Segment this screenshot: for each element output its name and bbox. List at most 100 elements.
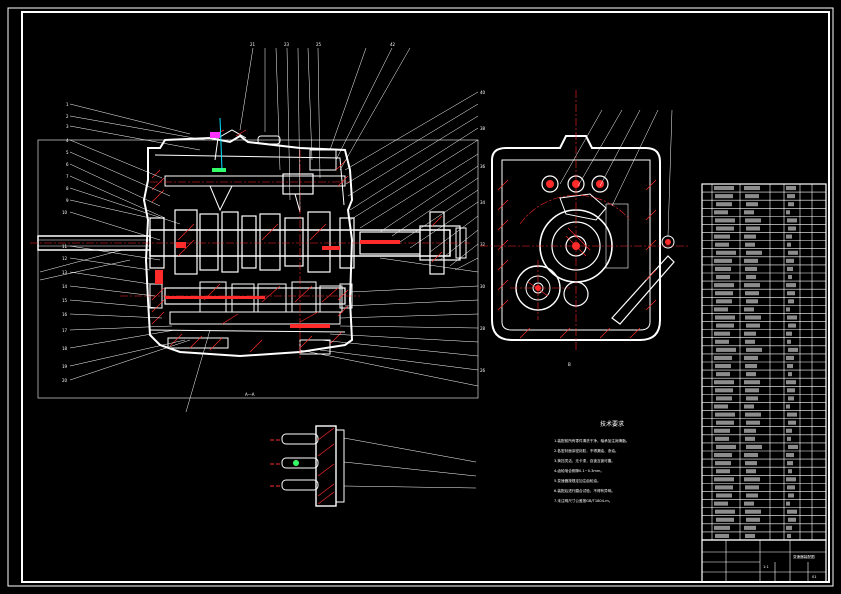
parts-list-cell-text xyxy=(746,444,762,449)
parts-list-cell-text xyxy=(746,347,762,352)
parts-list-cell-text xyxy=(744,380,760,385)
svg-text:14: 14 xyxy=(62,284,68,289)
parts-list-cell-text xyxy=(786,186,796,191)
parts-list-cell-text xyxy=(788,323,796,328)
parts-list-cell-text xyxy=(714,283,734,288)
svg-text:30: 30 xyxy=(480,284,486,289)
parts-list-cell-text xyxy=(715,533,729,538)
svg-text:17: 17 xyxy=(62,328,68,333)
parts-list-cell-text xyxy=(786,210,790,215)
parts-list-cell-text xyxy=(787,388,795,393)
main-section-colored-parts xyxy=(155,117,400,328)
parts-list-cell-text xyxy=(786,234,792,239)
svg-text:12: 12 xyxy=(62,256,68,261)
parts-list-cell-text xyxy=(714,355,732,360)
parts-list-cell-text xyxy=(745,291,759,296)
parts-list-cell-text xyxy=(745,485,759,490)
svg-text:3: 3 xyxy=(66,124,69,129)
svg-text:42: 42 xyxy=(390,42,396,47)
side-view-centerlines xyxy=(480,90,690,350)
parts-list-cell-text xyxy=(746,396,758,401)
svg-text:15: 15 xyxy=(62,298,68,303)
parts-list-cell-text xyxy=(786,307,790,312)
parts-list-cell-text xyxy=(714,428,730,433)
outer-border xyxy=(7,7,834,587)
svg-text:28: 28 xyxy=(480,326,486,331)
tech-requirements-title: 技术要求 xyxy=(600,420,624,428)
parts-list-cell-text xyxy=(744,501,754,506)
svg-text:10: 10 xyxy=(62,210,68,215)
main-section-label: A—A xyxy=(245,392,255,397)
parts-list-cell-text xyxy=(714,453,732,458)
parts-list-cell-text xyxy=(716,493,732,498)
parts-list-cell-text xyxy=(788,347,798,352)
svg-text:18: 18 xyxy=(62,346,68,351)
side-view-label: B xyxy=(568,362,571,367)
tech-requirement-line: 5.变速器按规定加注齿轮油。 xyxy=(554,478,601,483)
parts-list-cell-text xyxy=(746,420,760,425)
parts-list-cell-text xyxy=(716,396,732,401)
parts-list-cell-text xyxy=(745,412,761,417)
parts-list-cell-text xyxy=(788,250,798,255)
parts-list-cell-text xyxy=(714,525,730,530)
tech-requirement-line: 6.装配后进行磨合试验，不得有异响。 xyxy=(554,488,615,493)
parts-list-cell-text xyxy=(745,194,759,199)
parts-list-cell-text xyxy=(745,509,761,514)
parts-list-cell-text xyxy=(715,242,729,247)
parts-list-cell-text xyxy=(745,461,757,466)
svg-text:9: 9 xyxy=(66,198,69,203)
parts-list-cell-text xyxy=(787,242,791,247)
parts-list-cell-text xyxy=(744,186,760,191)
parts-list-cell-text xyxy=(745,242,755,247)
parts-list-cell-text xyxy=(787,218,797,223)
parts-list-cell-text xyxy=(744,258,758,263)
parts-list-cell-text xyxy=(744,331,756,336)
parts-list-cell-text xyxy=(787,436,791,441)
svg-text:36: 36 xyxy=(480,164,486,169)
parts-list-cell-text xyxy=(716,299,732,304)
parts-list-cell-text xyxy=(746,299,758,304)
parts-list-cell-text xyxy=(715,509,735,514)
parts-list-cell-text xyxy=(714,331,730,336)
parts-list-cell-text xyxy=(787,194,795,199)
parts-list-cell-text xyxy=(746,275,756,280)
parts-list-cell-text xyxy=(715,266,731,271)
parts-list-cell-text xyxy=(786,428,792,433)
parts-list-cell-text xyxy=(787,315,797,320)
svg-text:13: 13 xyxy=(62,270,68,275)
parts-list-cell-text xyxy=(745,436,755,441)
parts-list-cell-text xyxy=(788,372,792,377)
parts-list-cell-text xyxy=(746,493,758,498)
svg-text:21: 21 xyxy=(250,42,256,47)
parts-list-cell-text xyxy=(788,396,794,401)
svg-text:20: 20 xyxy=(62,378,68,383)
parts-list-cell-text xyxy=(746,202,758,207)
svg-text:4: 4 xyxy=(66,138,69,143)
parts-list-cell-text xyxy=(714,501,728,506)
parts-list-cell-text xyxy=(787,364,793,369)
svg-text:26: 26 xyxy=(480,368,486,373)
parts-list xyxy=(701,183,827,541)
main-section-centerlines xyxy=(30,150,470,360)
parts-list-cell-text xyxy=(788,299,794,304)
svg-text:11: 11 xyxy=(62,244,68,249)
parts-list-cell-text xyxy=(716,347,736,352)
parts-list-cell-text xyxy=(716,250,736,255)
parts-list-cell-text xyxy=(716,226,734,231)
svg-text:5: 5 xyxy=(66,150,69,155)
parts-list-cell-text xyxy=(786,355,794,360)
tech-requirement-line: 4.齿轮啮合侧隙0.1~0.3mm。 xyxy=(554,468,604,473)
svg-text:32: 32 xyxy=(480,242,486,247)
parts-list-cell-text xyxy=(744,355,758,360)
parts-list-cell-text xyxy=(787,461,793,466)
parts-list-cell-text xyxy=(788,493,794,498)
parts-list-cell-text xyxy=(744,428,756,433)
inner-border xyxy=(21,11,830,583)
parts-list-cell-text xyxy=(716,517,734,522)
parts-list-cell-text xyxy=(746,250,762,255)
svg-text:19: 19 xyxy=(62,364,68,369)
svg-text:40: 40 xyxy=(480,90,486,95)
parts-list-cell-text xyxy=(745,339,755,344)
parts-list-cell-text xyxy=(716,202,732,207)
